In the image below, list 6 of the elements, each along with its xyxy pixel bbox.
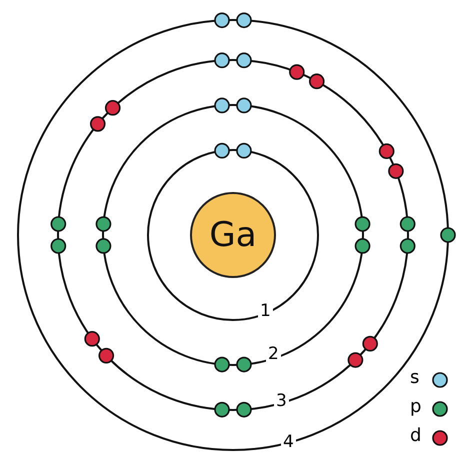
shell-number: 1 (258, 302, 273, 320)
legend-label: d (410, 426, 422, 446)
shell-number: 2 (266, 345, 281, 363)
legend-label: s (410, 368, 420, 388)
element-symbol: Ga (209, 215, 257, 255)
legend-label: p (410, 397, 422, 417)
